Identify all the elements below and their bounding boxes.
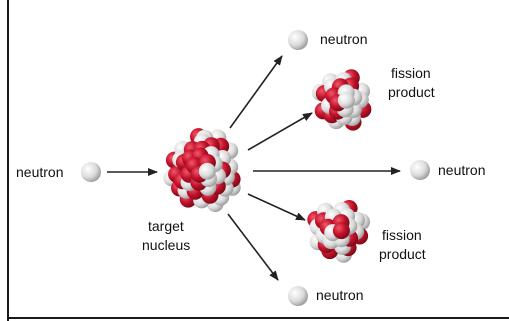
neutron-bottom-label: neutron xyxy=(316,287,363,303)
fission-product-top-label-line2: product xyxy=(388,84,435,100)
incoming-neutron-label: neutron xyxy=(16,164,63,180)
target-nucleus-label-line1: target xyxy=(148,218,184,234)
target-nucleus-label-line2: nucleus xyxy=(142,237,190,253)
fission-product-bottom-label-line2: product xyxy=(379,246,426,262)
neutron-top-label: neutron xyxy=(320,31,367,47)
arrow-to-product-top xyxy=(247,112,313,151)
target-nucleus-cluster xyxy=(163,128,241,212)
fission-product-top-label-line1: fission xyxy=(391,65,431,81)
incoming-neutron-ball xyxy=(81,162,101,182)
neutron-sphere xyxy=(337,91,355,109)
emitted-neutron-top-ball xyxy=(288,30,308,50)
emitted-neutron-right-ball xyxy=(410,160,430,180)
arrow-to-product-bottom xyxy=(247,193,306,221)
reaction-arrows xyxy=(107,55,401,281)
fission-product-bottom-label-line1: fission xyxy=(382,227,422,243)
arrow-to-neutron-bottom xyxy=(227,213,279,281)
fission-product-bottom-cluster xyxy=(307,200,370,263)
arrow-to-neutron-top xyxy=(229,55,283,129)
neutron-right-label: neutron xyxy=(438,162,485,178)
neutron-sphere xyxy=(198,162,216,180)
emitted-neutron-bottom-ball xyxy=(288,286,308,306)
proton-sphere xyxy=(332,222,350,240)
fission-product-top-cluster xyxy=(311,69,372,131)
